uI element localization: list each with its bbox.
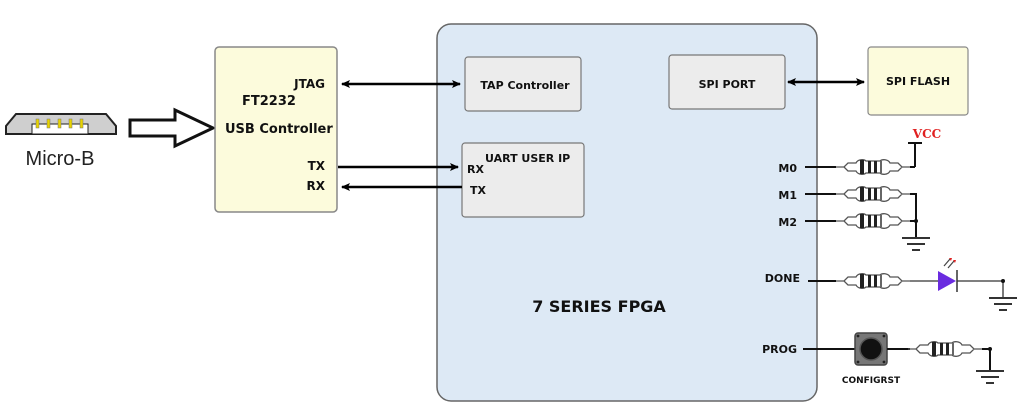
m0-pin-label: M0: [778, 162, 797, 175]
m1-resistor-icon: [835, 186, 911, 202]
mode-ground-icon: [901, 237, 931, 251]
configrst-button-icon[interactable]: [854, 332, 888, 366]
uart-tx-label: TX: [470, 184, 487, 197]
led-icon: [938, 258, 958, 292]
done-resistor-icon: [835, 273, 911, 289]
usb-rx-pin-label: RX: [307, 179, 326, 193]
fpga-title: 7 SERIES FPGA: [532, 297, 666, 316]
m2-resistor-icon: [835, 213, 911, 229]
configrst-label: CONFIGRST: [842, 376, 901, 386]
m2-pin-label: M2: [778, 216, 797, 229]
uart-rx-label: RX: [467, 163, 484, 176]
uart-title: UART USER IP: [485, 152, 570, 165]
connector-label: Micro-B: [26, 148, 95, 170]
micro-b-connector-icon: [5, 113, 117, 135]
usb-tx-pin-label: TX: [308, 159, 326, 173]
spi-port-label: SPI PORT: [699, 78, 756, 91]
usb-arrow-icon: [128, 107, 217, 149]
spi-port-box: [668, 54, 786, 110]
spi-flash-box: [867, 46, 969, 116]
prog-resistor-icon: [907, 341, 983, 357]
usb-controller-box: [214, 46, 338, 213]
done-ground-icon: [988, 297, 1018, 311]
tap-controller-box: [464, 56, 582, 112]
m0-resistor-icon: [835, 159, 911, 175]
usb-controller-title: FT2232: [242, 94, 296, 109]
m1-pin-label: M1: [778, 189, 797, 202]
uart-user-ip-box: [461, 142, 585, 218]
prog-ground-icon: [975, 370, 1005, 384]
done-pin-label: DONE: [765, 272, 800, 285]
tap-controller-label: TAP Controller: [480, 79, 570, 92]
fpga-box: [436, 23, 818, 402]
spi-flash-label: SPI FLASH: [886, 75, 950, 88]
vcc-label: VCC: [912, 127, 941, 141]
usb-controller-subtitle: USB Controller: [225, 122, 333, 137]
jtag-pin-label: JTAG: [293, 77, 325, 91]
prog-pin-label: PROG: [762, 343, 797, 356]
